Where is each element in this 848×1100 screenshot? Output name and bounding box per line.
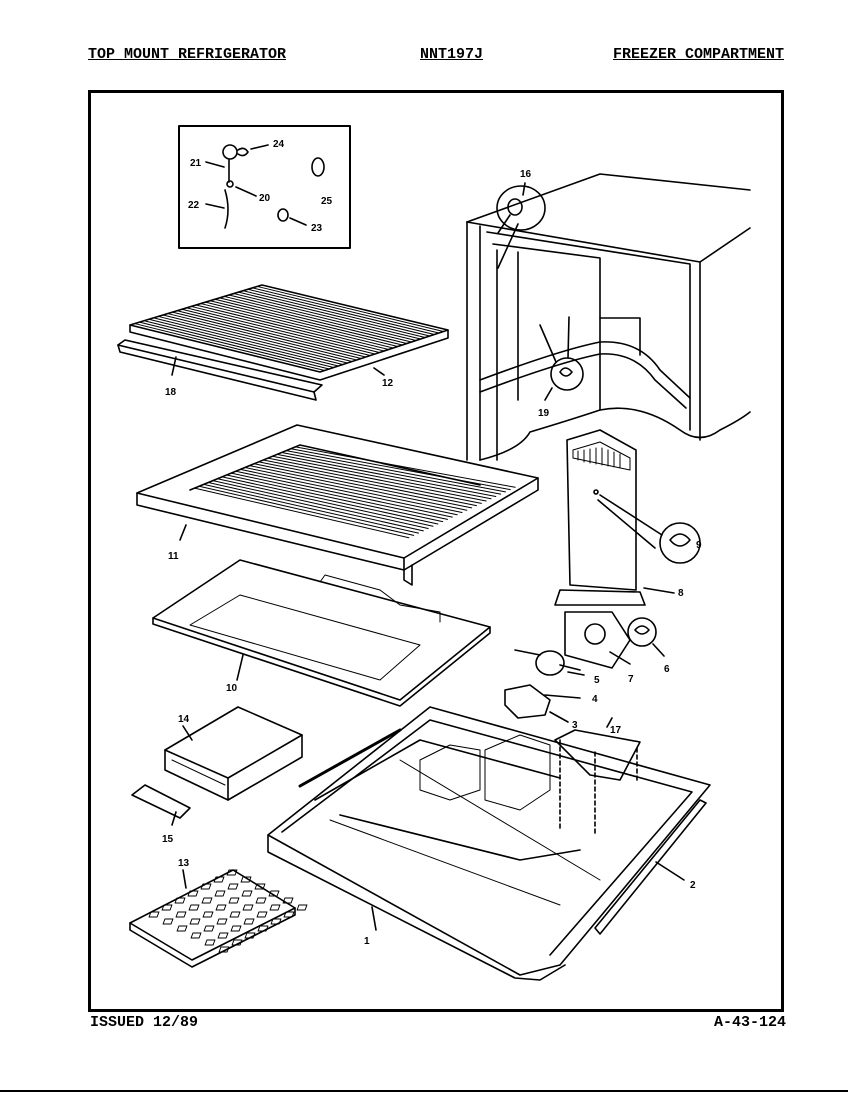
callout-6: 6 [664, 664, 670, 675]
hardware-inset [178, 125, 351, 249]
callout-13: 13 [178, 858, 190, 869]
callout-7: 7 [628, 674, 634, 685]
fan-motor-assembly [504, 611, 665, 723]
issued-date: ISSUED 12/89 [90, 1014, 199, 1031]
diagram-code: A-43-124 [713, 1014, 786, 1031]
callout-14: 14 [178, 714, 190, 725]
callout-21: 21 [190, 158, 202, 169]
callout-2: 2 [690, 880, 696, 891]
diagram-frame [88, 90, 784, 1012]
callout-3: 3 [572, 720, 578, 731]
callout-18: 18 [165, 387, 177, 398]
wire-shelf [117, 284, 449, 401]
callout-11: 11 [168, 551, 179, 562]
callout-16: 16 [520, 169, 532, 180]
callout-20: 20 [259, 193, 271, 204]
header-title: TOP MOUNT REFRIGERATOR [88, 46, 287, 63]
callout-25: 25 [321, 196, 333, 207]
model-number: NNT197J [420, 46, 484, 63]
insulation-pad [152, 559, 491, 707]
callout-5: 5 [594, 675, 600, 686]
callout-1: 1 [364, 936, 370, 947]
section-title: FREEZER COMPARTMENT [612, 46, 784, 63]
ice-tray [129, 869, 308, 968]
callout-8: 8 [678, 588, 684, 599]
callout-9: 9 [696, 540, 702, 551]
freezer-floor [267, 706, 711, 981]
freezer-cabinet [466, 173, 751, 461]
freezer-shelf [136, 424, 539, 586]
callout-23: 23 [311, 223, 323, 234]
callout-10: 10 [226, 683, 238, 694]
callout-15: 15 [162, 834, 174, 845]
callout-4: 4 [592, 694, 598, 705]
callout-22: 22 [188, 200, 200, 211]
callout-17: 17 [610, 725, 622, 736]
evaporator-cover [554, 429, 701, 606]
callout-19: 19 [538, 408, 550, 419]
ice-bin [131, 706, 303, 826]
callout-24: 24 [273, 139, 285, 150]
bottom-rule [0, 1090, 848, 1092]
callout-12: 12 [382, 378, 394, 389]
